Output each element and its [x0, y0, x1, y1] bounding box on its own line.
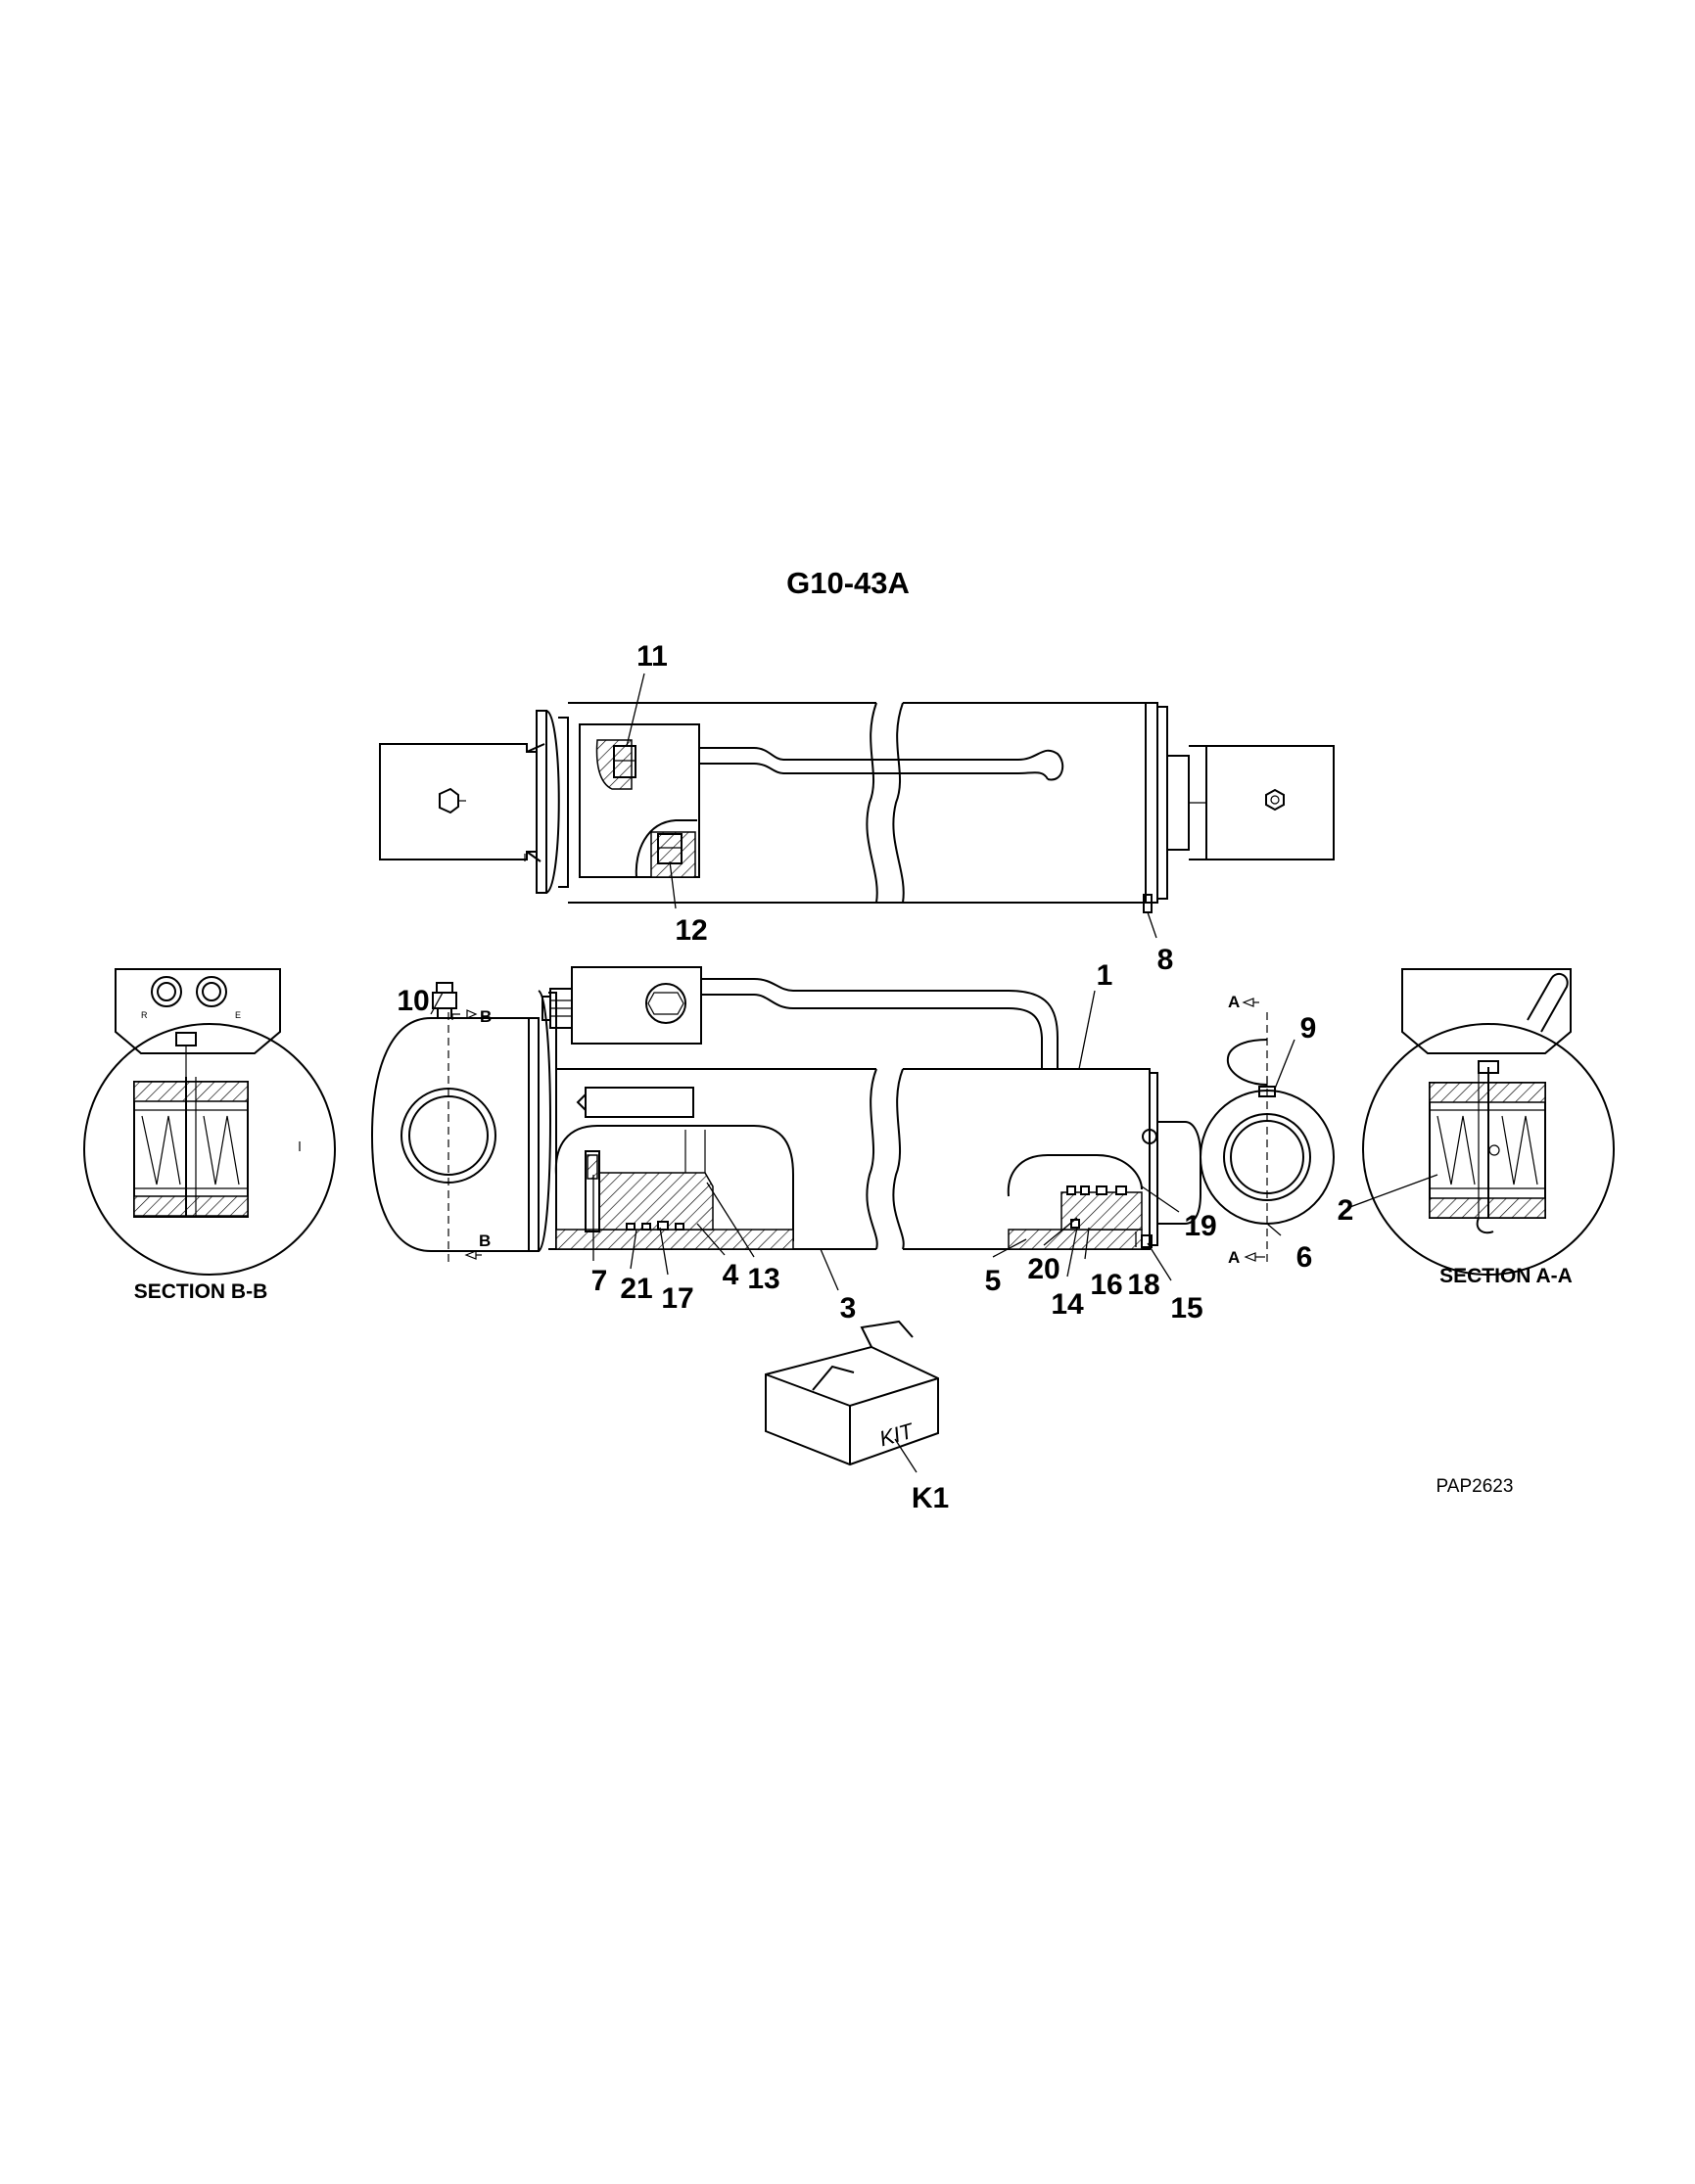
section-marker-b-top: B: [480, 1007, 492, 1026]
port-label-e: E: [235, 1010, 241, 1020]
leader-lines: [430, 673, 1438, 1473]
section-marker-a-top: A: [1228, 993, 1240, 1011]
section-bb-label: SECTION B-B: [134, 1280, 268, 1303]
callout-20: 20: [1027, 1253, 1059, 1285]
callout-21: 21: [620, 1273, 652, 1305]
callout-19: 19: [1184, 1210, 1216, 1242]
callout-13: 13: [747, 1263, 779, 1295]
section-bb-view: R E SECTION B-B: [83, 968, 336, 1303]
callout-18: 18: [1127, 1269, 1159, 1301]
section-aa-view: SECTION A-A: [1362, 968, 1615, 1287]
top-view-cylinder: [379, 702, 1335, 913]
kit-label: KIT: [876, 1417, 917, 1451]
port-label-r: R: [141, 1010, 148, 1020]
callout-17: 17: [661, 1282, 693, 1315]
callout-7: 7: [591, 1265, 608, 1297]
section-markers: B B A A: [447, 993, 1268, 1267]
callout-15: 15: [1170, 1292, 1202, 1324]
callout-1: 1: [1097, 959, 1113, 992]
section-aa-label: SECTION A-A: [1439, 1265, 1573, 1287]
section-marker-b-bottom: B: [479, 1231, 491, 1250]
callout-k1: K1: [912, 1482, 949, 1514]
callout-10: 10: [397, 985, 429, 1017]
callout-6: 6: [1296, 1241, 1313, 1274]
callout-4: 4: [723, 1259, 739, 1291]
callout-11: 11: [636, 640, 668, 673]
kit-box: KIT: [765, 1320, 939, 1466]
callout-14: 14: [1051, 1288, 1084, 1321]
reference-code: PAP2623: [1436, 1476, 1514, 1497]
diagram-title: G10-43A: [786, 566, 910, 600]
side-view-cylinder: [370, 966, 1201, 1252]
callout-8: 8: [1157, 944, 1174, 976]
callout-3: 3: [840, 1292, 857, 1324]
callout-12: 12: [675, 914, 707, 947]
callout-2: 2: [1338, 1194, 1354, 1227]
section-marker-a-bottom: A: [1228, 1248, 1240, 1267]
callout-9: 9: [1300, 1012, 1317, 1045]
callouts: 11 12 8 1 10 9 2 19 6 7 21 17 4 13 3 5 2…: [397, 640, 1353, 1514]
callout-16: 16: [1090, 1269, 1122, 1301]
callout-5: 5: [985, 1265, 1002, 1297]
